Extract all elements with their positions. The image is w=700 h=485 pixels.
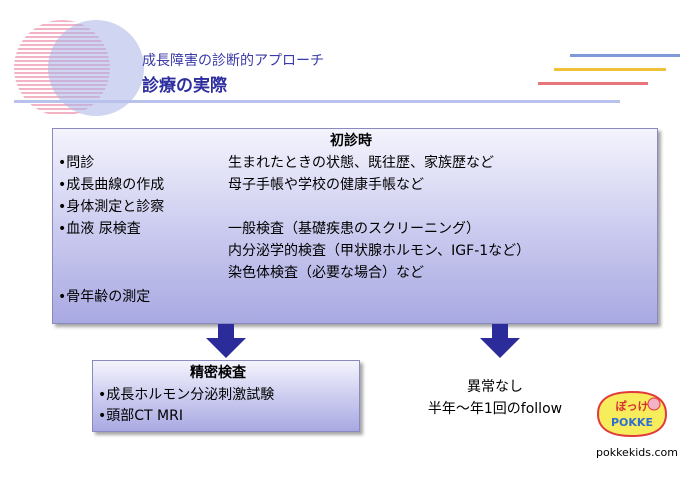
page-title: 診療の実際 xyxy=(142,76,227,96)
svg-text:ぽっけ: ぽっけ xyxy=(616,399,649,413)
detailed-exam-box xyxy=(92,360,360,432)
no-abnormality-label: 異常なし xyxy=(467,379,523,395)
decorative-line-pink xyxy=(538,82,648,85)
page-subtitle: 成長障害の診断的アプローチ xyxy=(142,53,324,69)
decorative-line-yellow xyxy=(554,68,666,71)
exam-item-label: •問診 xyxy=(58,155,95,171)
initial-visit-box xyxy=(52,128,658,324)
exam-item-label: •血液 尿検査 xyxy=(58,221,141,237)
svg-text:POKKE: POKKE xyxy=(611,416,653,429)
detailed-exam-item: •頭部CT MRI xyxy=(98,408,183,424)
exam-item-label: •骨年齢の測定 xyxy=(58,289,151,305)
detailed-exam-item: •成長ホルモン分泌刺激試験 xyxy=(98,387,275,403)
exam-item-label: •身体測定と診察 xyxy=(58,199,165,215)
arrow-to-detailed-exam-icon xyxy=(206,338,246,358)
clinic-logo-icon: ぽっけ POKKE xyxy=(596,390,668,438)
clinic-url: pokkekids.com xyxy=(596,446,678,459)
arrow-to-no-abnormality-icon xyxy=(480,338,520,358)
arrow-to-no-abnormality-stem xyxy=(492,324,508,338)
detailed-exam-heading: 精密検査 xyxy=(190,365,246,381)
follow-up-label: 半年～年1回のfollow xyxy=(427,401,563,417)
initial-visit-heading: 初診時 xyxy=(330,133,372,149)
exam-item-detail: 母子手帳や学校の健康手帳など xyxy=(228,177,424,193)
exam-item-detail: 一般検査（基礎疾患のスクリーニング） xyxy=(228,221,480,237)
arrow-to-detailed-exam-stem xyxy=(218,324,234,338)
exam-item-label: •成長曲線の作成 xyxy=(58,177,165,193)
decorative-line-blue xyxy=(570,54,680,57)
exam-item-detail: 染色体検査（必要な場合）など xyxy=(228,265,424,281)
header-underline xyxy=(14,100,620,103)
exam-item-detail: 生まれたときの状態、既往歴、家族歴など xyxy=(228,155,494,171)
exam-item-detail: 内分泌学的検査（甲状腺ホルモン、IGF-1など） xyxy=(228,243,531,259)
